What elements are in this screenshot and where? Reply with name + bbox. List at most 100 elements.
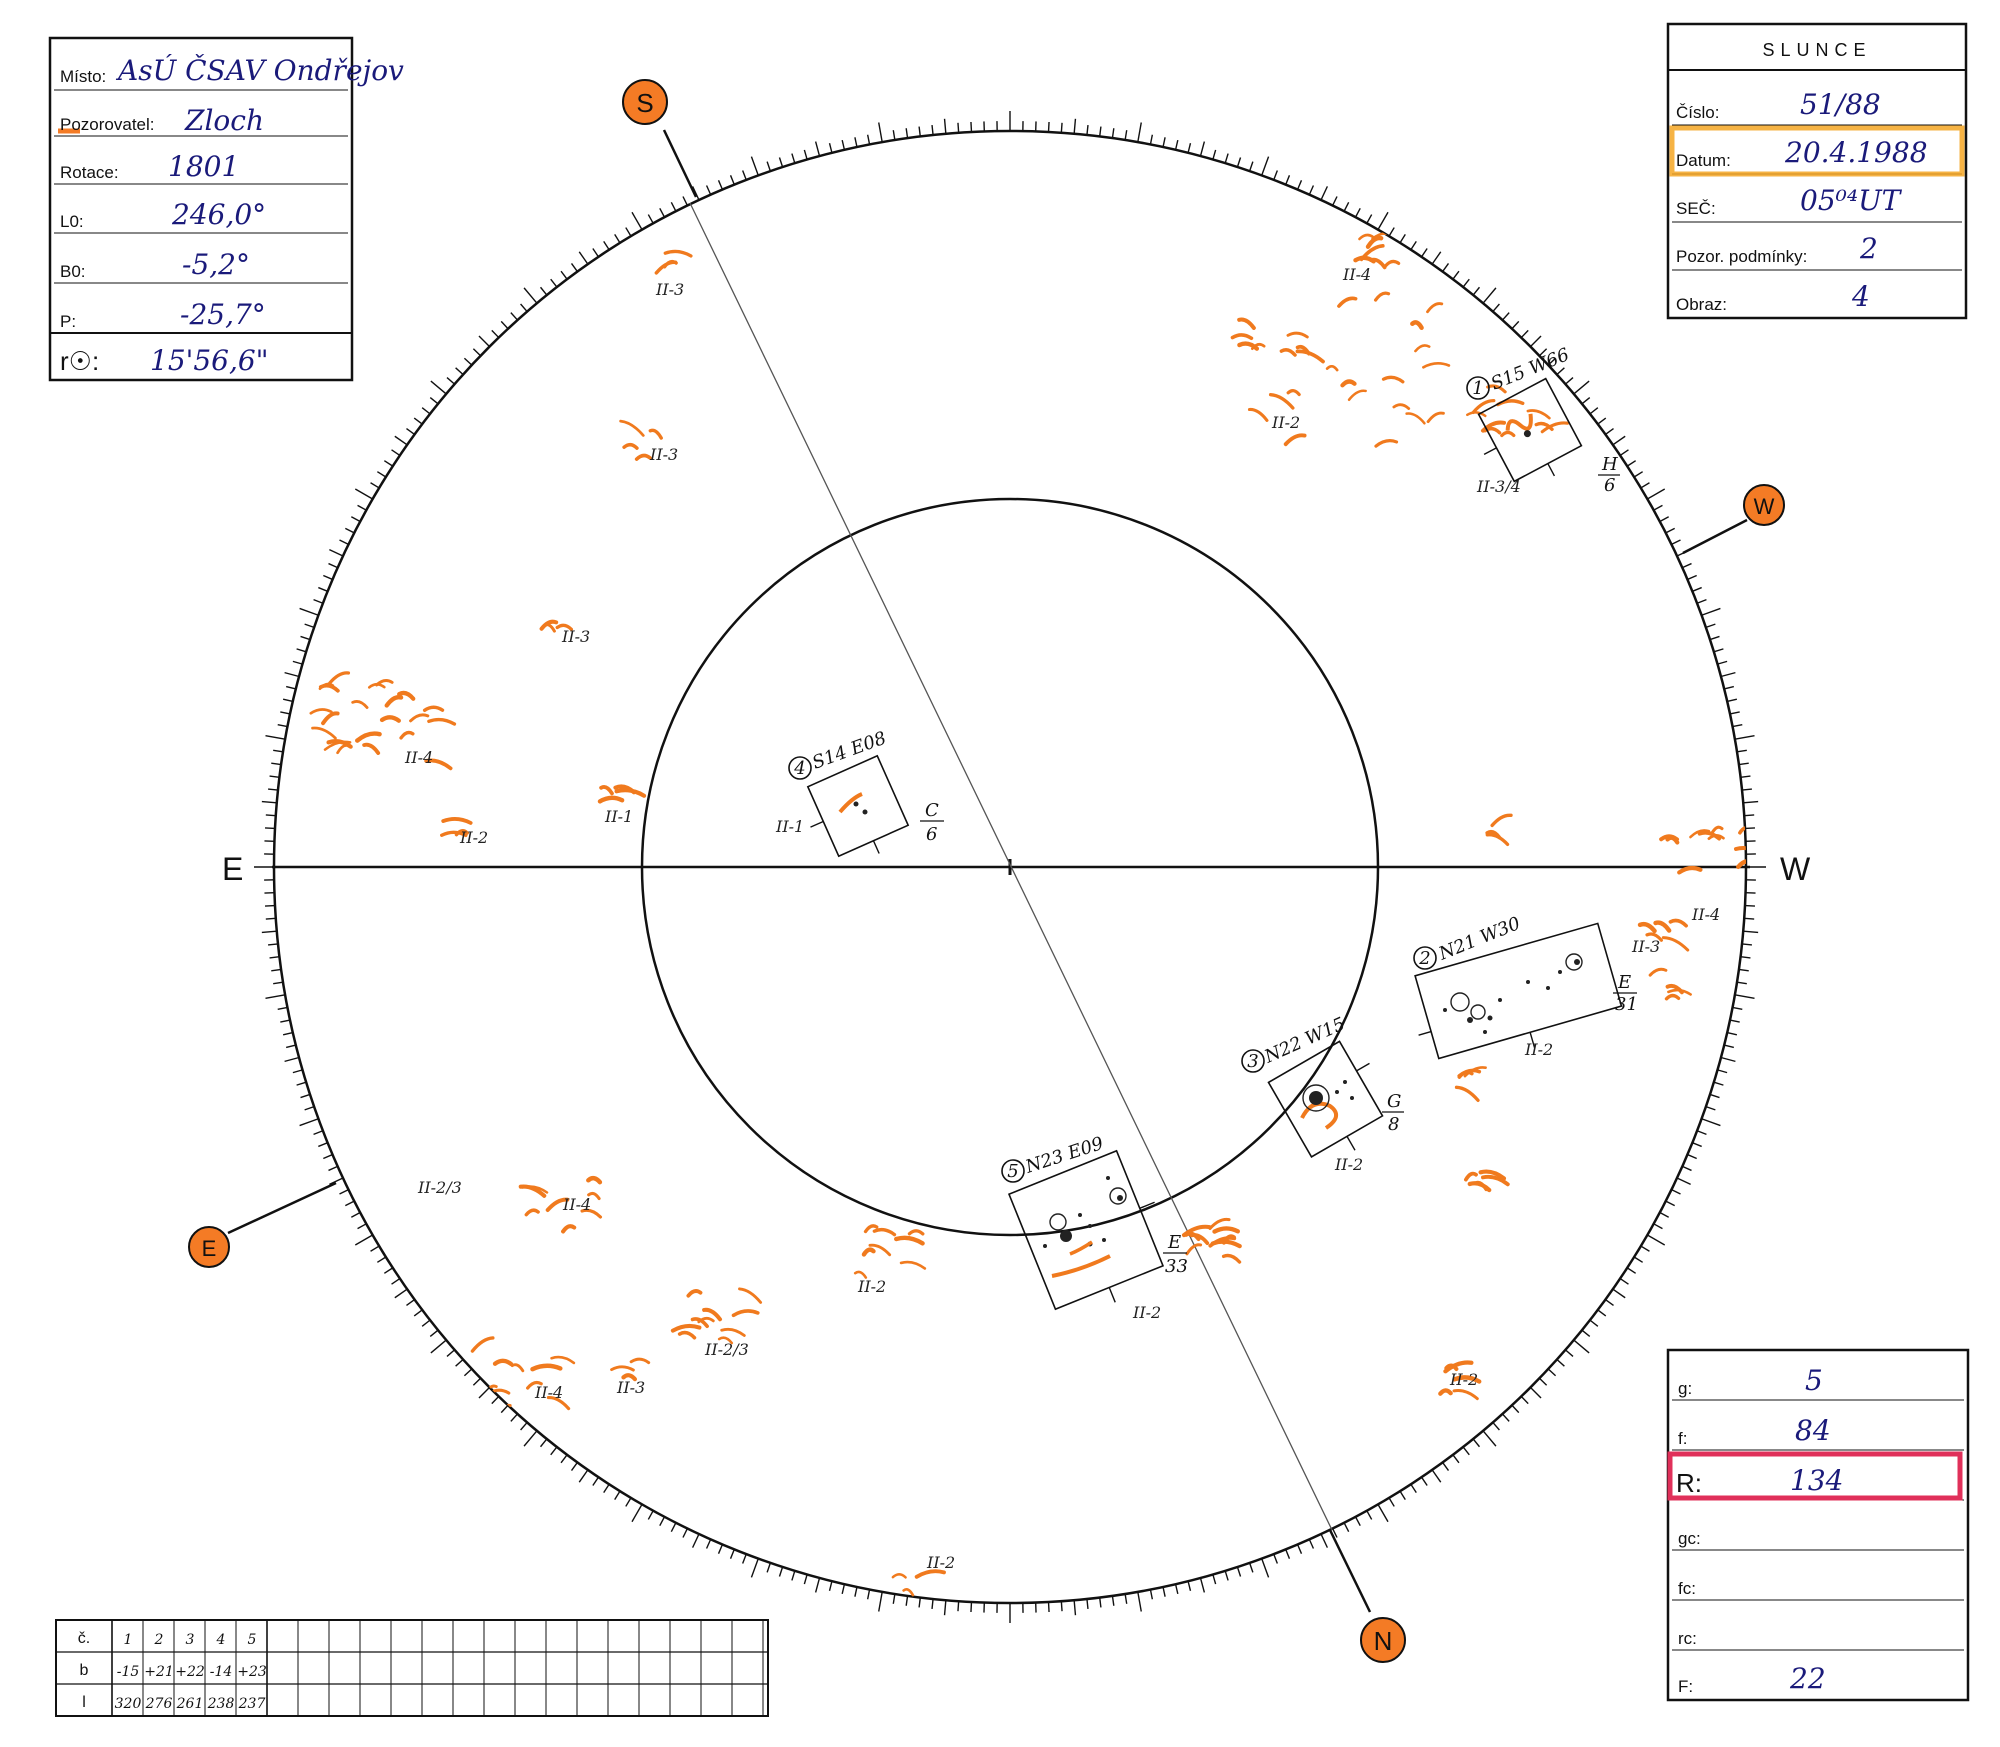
group-table: č. b l 1 2 3 4 5 -15 +21 +22 -14 +23 320… [55,1619,769,1717]
limb-tick [1717,660,1728,665]
group-note: II-1 [775,817,804,836]
facula-stroke [1383,259,1401,268]
limb-tick [1199,141,1206,157]
limb-tick [1236,157,1242,168]
limb-tick [1589,407,1599,415]
facula-label: II-2/3 [704,1340,749,1359]
facula-stroke [1664,993,1681,1001]
limb-tick [1573,380,1590,395]
facula-stroke [586,1175,603,1185]
limb-tick [1744,904,1756,907]
facula-stroke [1286,389,1301,397]
facula-stroke [1283,433,1307,447]
limb-tick [1308,1539,1315,1549]
table-numbers: 1 2 3 4 5 [124,1632,257,1648]
limb-tick [1174,139,1179,151]
limb-tick [1640,1245,1650,1252]
facula-stroke [622,442,639,450]
count-f-value: 84 [1795,1414,1831,1447]
pole-s-label: S [636,88,653,118]
facula-stroke [309,708,333,715]
table-cell: 2 [154,1632,164,1648]
limb-tick [1073,118,1077,134]
facula-stroke [599,785,614,796]
facula-stroke [1540,421,1570,434]
limb-tick [344,527,355,534]
table-row-label-b: b [80,1662,89,1679]
limb-tick [592,248,600,258]
limb-tick [1261,1558,1270,1578]
limb-tick [354,1234,373,1246]
table-cell: 5 [248,1632,257,1648]
limb-tick [1320,186,1329,201]
limb-tick [413,417,423,425]
facula-stroke [1373,291,1391,302]
facula-stroke [399,730,415,740]
limb-tick [1671,1189,1681,1195]
limb-tick [1261,156,1270,176]
facula-stroke [1394,206,1414,218]
limb-tick [446,1349,455,1357]
facula-stroke [1485,829,1502,840]
limb-tick [1520,329,1529,339]
limb-tick [1472,1438,1481,1448]
limb-tick [285,1044,297,1049]
facula-stroke [1437,251,1454,260]
limb-tick [603,240,610,251]
limb-tick [691,1533,700,1548]
facula-stroke [1490,813,1513,828]
table-cell: +22 [175,1664,205,1680]
group-note: II-2 [1132,1303,1161,1322]
limb-tick [560,270,568,280]
limb-tick [717,180,724,190]
group-count: 31 [1615,994,1638,1015]
limb-tick [1273,1553,1278,1564]
facula-stroke [1653,920,1672,933]
limb-tick [1605,1299,1614,1307]
limb-tick [1224,153,1229,164]
limb-tick [1073,1600,1077,1616]
facula-stroke [454,829,469,837]
limb-tick [1665,527,1676,534]
limb-tick [1692,586,1702,592]
observatory-info-box: Místo: AsÚ ČSAV Ondřejov Pozorovatel: Zl… [48,36,404,382]
facula-stroke [853,1270,868,1279]
limb-tick [354,488,373,500]
limb-tick [957,122,960,133]
facula-stroke [1210,1239,1242,1249]
facula-stroke [441,817,473,825]
limb-tick [578,1469,589,1483]
facula-stroke [1212,1226,1240,1234]
limb-tick [318,586,328,592]
limb-tick [1538,1377,1548,1386]
facula-label: II-4 [534,1383,563,1402]
facula-stroke [1286,331,1309,339]
limb-tick [1687,1153,1697,1160]
facula-stroke [1381,375,1405,384]
limb-tick [750,1558,759,1578]
facula-stroke [311,726,337,740]
limb-tick [510,1413,519,1422]
facula-stroke [526,1380,543,1390]
west-axis-label: W [1780,851,1811,887]
limb-tick [1726,1031,1738,1036]
facula-stroke [614,788,647,798]
facula-stroke [731,1309,760,1318]
facula-stroke [1689,829,1711,839]
limb-tick [670,1522,677,1533]
limb-tick [1420,248,1428,258]
limb-tick [350,1211,361,1218]
limb-tick [520,1422,528,1431]
limb-tick [841,1583,846,1595]
limb-tick [1547,1368,1557,1377]
limb-tick [1149,1589,1154,1600]
limb-tick [931,125,934,136]
count-fc-label: fc: [1678,1579,1696,1598]
facula-stroke [738,1287,763,1304]
limb-tick [570,1462,578,1471]
limb-tick [841,139,846,151]
limb-tick [1162,1586,1166,1597]
facula-stroke [355,731,382,743]
facula-stroke [1466,411,1487,418]
facula-stroke [1365,235,1384,249]
